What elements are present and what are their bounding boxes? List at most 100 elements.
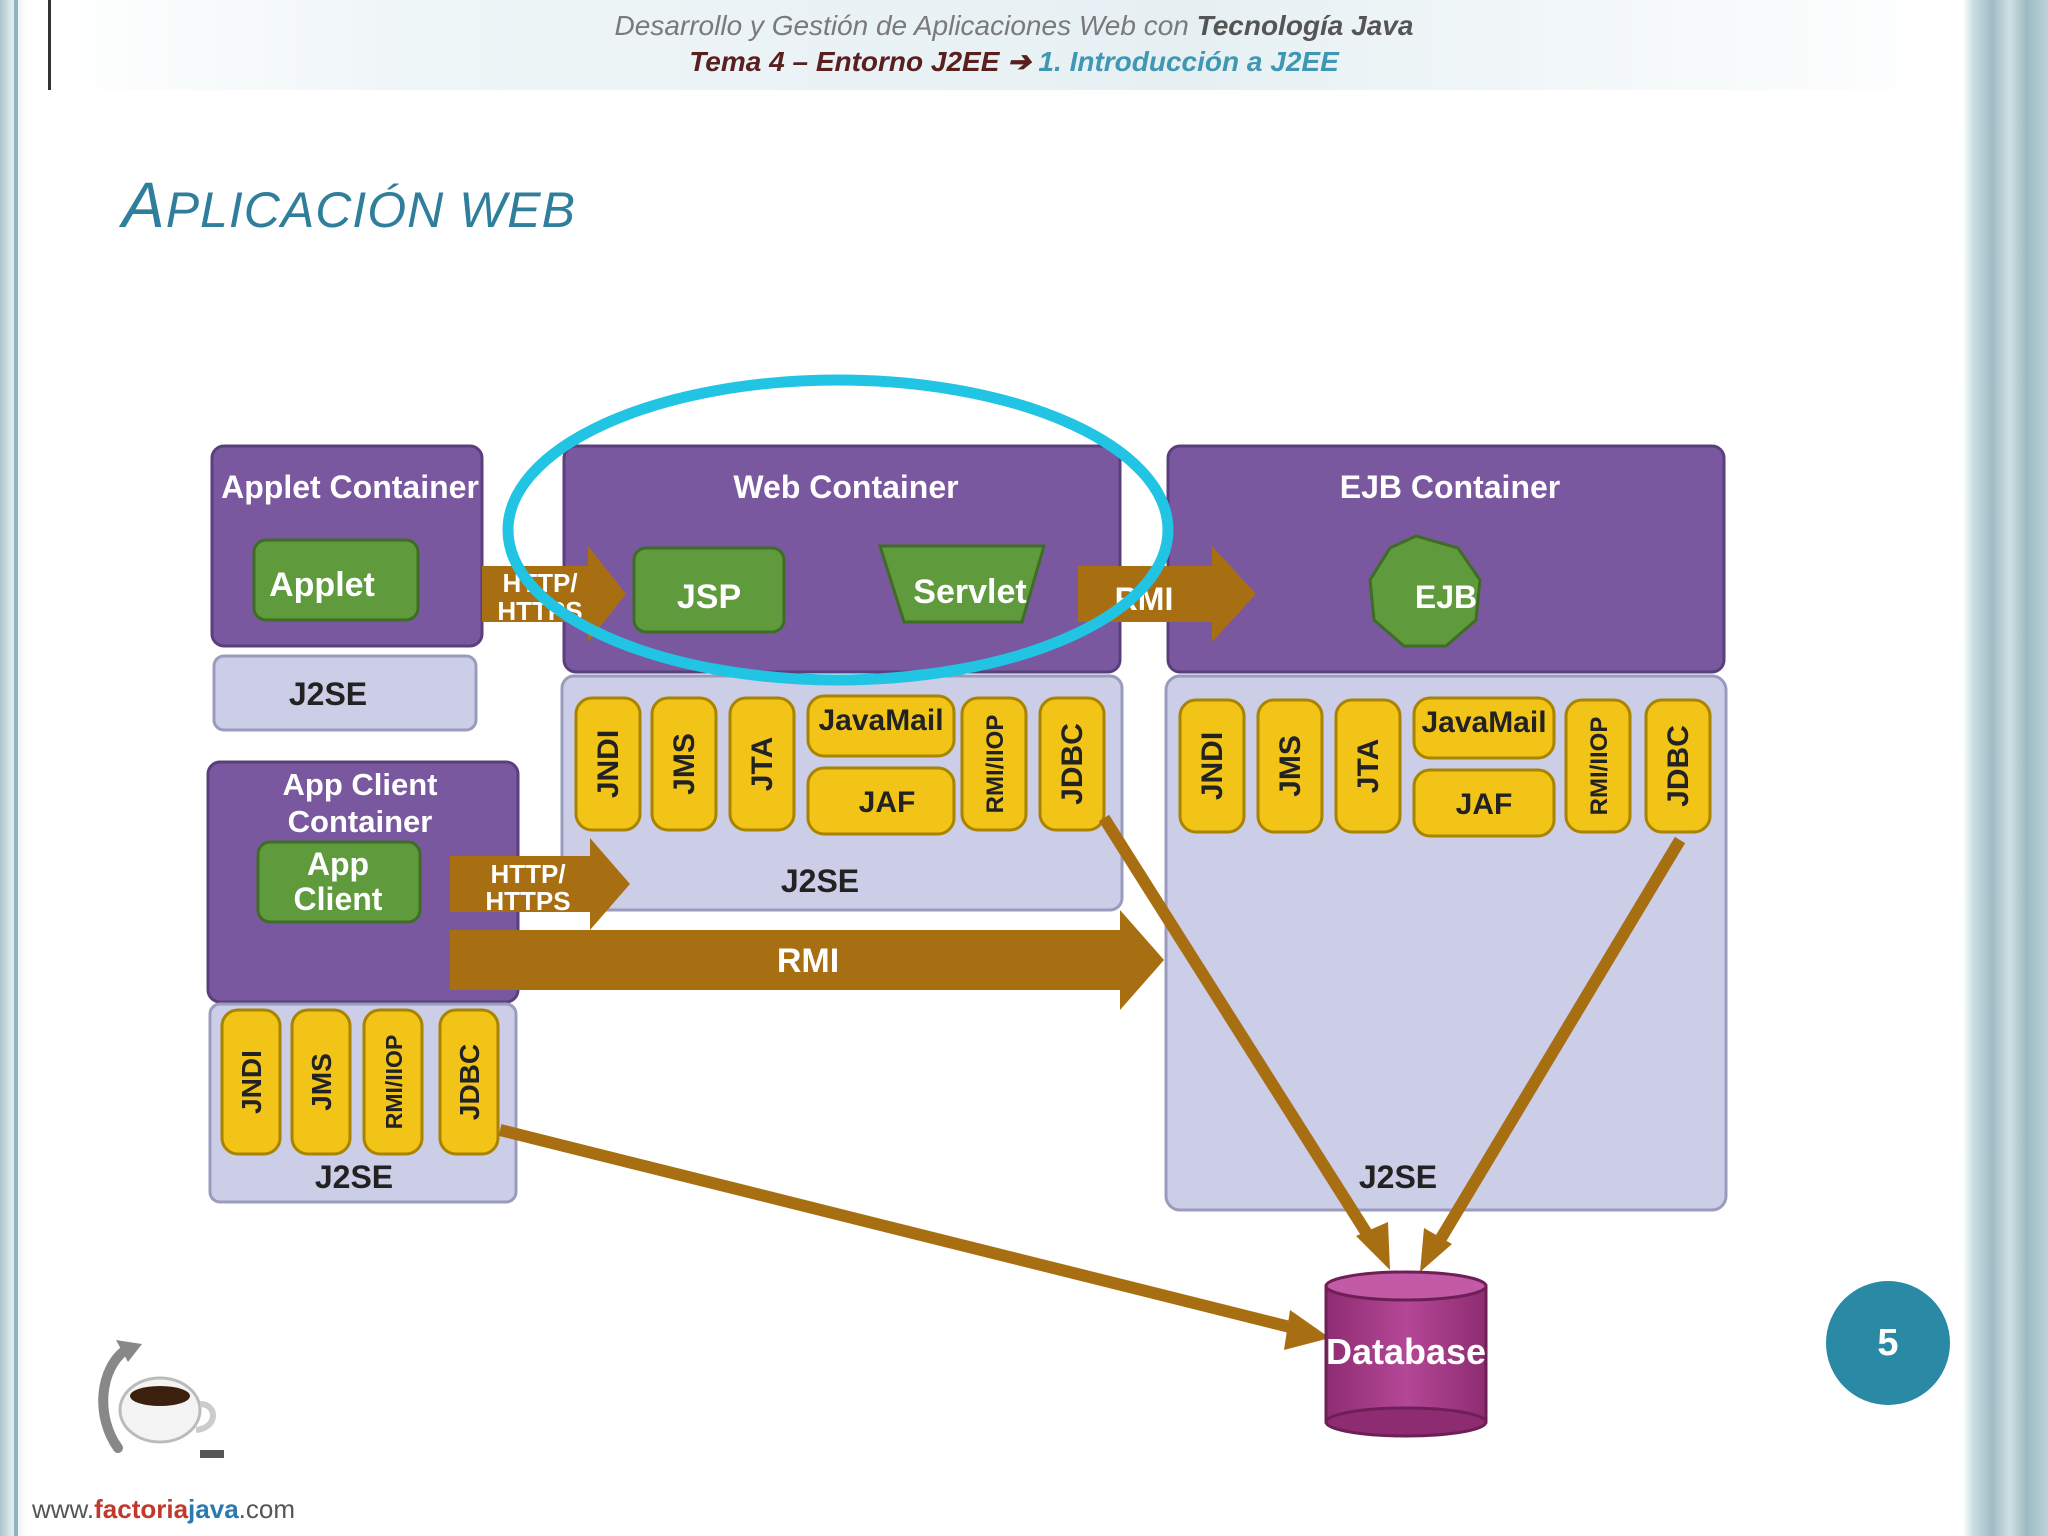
database-label: Database [1326, 1331, 1486, 1372]
web-apis: JNDI JMS JTA JavaMail JAF RMI/IIOP JDBC [574, 694, 1106, 836]
arrow-client-to-web-label-2: HTTPS [485, 886, 570, 916]
ejb-api-jta: JTA [1334, 698, 1402, 834]
jdbc-arrowhead-ejb [1420, 1228, 1452, 1272]
jsp-component [632, 546, 786, 634]
website-url[interactable]: www.factoriajava.com [32, 1494, 295, 1525]
slide-header [48, 0, 1963, 90]
web-container: Web Container JSP Servlet [562, 444, 1122, 674]
app-client-component [256, 840, 422, 924]
servlet-component [877, 544, 1046, 624]
web-api-jdbc-label: JDBC [1056, 723, 1089, 805]
ejb-container-title: EJB Container [1340, 469, 1560, 505]
slide-right-border [1963, 0, 2048, 1536]
ejb-api-jdbc: JDBC [1644, 698, 1712, 834]
ejb-api-rmi-iiop: RMI/IIOP [1564, 698, 1632, 834]
app-client-label-1: App [307, 846, 369, 882]
highlight-circle [502, 374, 1174, 686]
web-j2se-label: J2SE [781, 863, 859, 899]
header-tick [48, 0, 51, 90]
applet-container: Applet Container Applet [210, 444, 484, 648]
ejb-component [1368, 534, 1482, 648]
ejb-api-jms: JMS [1256, 698, 1324, 834]
app-client-title-1: App Client [283, 767, 438, 802]
ejb-apis: JNDI JMS JTA JavaMail JAF RMI/IIOP JDBC [1178, 696, 1712, 838]
web-api-rmi-iiop-label: RMI/IIOP [982, 715, 1009, 814]
ejb-container: EJB Container EJB [1166, 444, 1726, 674]
web-api-jta-label: JTA [746, 737, 779, 791]
api-jndi: JNDI [220, 1008, 282, 1156]
api-jdbc-label: JDBC [454, 1044, 485, 1120]
web-api-rmi-iiop: RMI/IIOP [960, 696, 1028, 832]
applet-label: Applet [269, 566, 375, 604]
site-name-b: java [188, 1494, 239, 1524]
api-rmi-iiop: RMI/IIOP [362, 1008, 424, 1156]
slide-title: APLICACIÓN WEB [122, 168, 576, 242]
applet-component [252, 538, 420, 622]
api-jdbc: JDBC [438, 1008, 500, 1156]
page-number-badge: 5 [1826, 1281, 1950, 1405]
ejb-api-jms-label: JMS [1274, 735, 1307, 797]
api-jms: JMS [290, 1008, 352, 1156]
web-api-jndi: JNDI [574, 696, 642, 832]
site-suffix: .com [238, 1494, 295, 1524]
web-api-javamail-label: JavaMail [818, 704, 943, 737]
servlet-label: Servlet [913, 573, 1026, 611]
header-course-title: Desarrollo y Gestión de Aplicaciones Web… [0, 10, 2028, 42]
header-topic-prefix: Tema 4 – Entorno J2EE [689, 46, 1008, 77]
applet-j2se: J2SE [212, 654, 478, 732]
database: Database [1324, 1270, 1488, 1438]
header-course-bold: Tecnología Java [1196, 10, 1414, 41]
header-course-prefix: Desarrollo y Gestión de Aplicaciones Web… [614, 10, 1197, 41]
ejb-j2se-label: J2SE [1359, 1159, 1437, 1195]
site-prefix: www. [32, 1494, 95, 1524]
jdbc-arrowhead-client [1284, 1310, 1330, 1350]
arrow-client-to-ejb-label: RMI [777, 942, 839, 980]
web-container-title: Web Container [733, 469, 958, 505]
web-api-jaf: JAF [806, 766, 956, 836]
arrow-client-to-web-label-1: HTTP/ [490, 859, 565, 889]
slide-title-rest: PLICACIÓN WEB [165, 182, 576, 238]
ejb-api-jdbc-label: JDBC [1662, 725, 1695, 807]
site-name-a: factoria [94, 1494, 189, 1524]
ejb-api-javamail-label: JavaMail [1421, 706, 1546, 739]
arrow-client-to-web: HTTP/ HTTPS [450, 838, 630, 930]
web-api-jndi-label: JNDI [592, 730, 625, 798]
app-client-apis: JNDI JMS RMI/IIOP JDBC [220, 1008, 500, 1156]
ejb-api-jaf-label: JAF [1456, 788, 1513, 821]
api-jndi-label: JNDI [236, 1050, 267, 1114]
ejb-api-javamail: JavaMail [1412, 696, 1556, 760]
jdbc-connections [498, 814, 1686, 1350]
applet-container-title: Applet Container [221, 469, 479, 505]
arrow-right-icon: ➔ [1007, 46, 1031, 77]
ejb-api-rmi-iiop-label: RMI/IIOP [1586, 717, 1613, 816]
jsp-label: JSP [677, 578, 741, 616]
applet-j2se-label: J2SE [289, 676, 367, 712]
ejb-api-jaf: JAF [1412, 768, 1556, 838]
jdbc-line-web [1098, 814, 1382, 1252]
jdbc-arrowhead-web [1356, 1222, 1390, 1270]
jdbc-line-client [498, 1124, 1304, 1336]
app-client-j2se-label: J2SE [315, 1159, 393, 1195]
api-rmi-iiop-label: RMI/IIOP [381, 1035, 407, 1130]
ejb-label: EJB [1415, 579, 1477, 615]
app-client-container: App Client Container App Client [206, 760, 520, 1004]
web-api-jaf-label: JAF [859, 786, 916, 819]
web-api-jms-label: JMS [668, 733, 701, 795]
ejb-api-jndi: JNDI [1178, 698, 1246, 834]
app-client-title-2: Container [288, 804, 433, 839]
web-api-jdbc: JDBC [1038, 696, 1106, 832]
web-api-jta: JTA [728, 696, 796, 832]
slide-left-border [0, 0, 26, 1536]
api-jms-label: JMS [306, 1053, 337, 1111]
arrow-client-to-ejb: RMI [450, 910, 1164, 1010]
ejb-api-jta-label: JTA [1352, 739, 1385, 793]
app-client-label-2: Client [294, 881, 383, 917]
coffee-cup-logo-icon [98, 1340, 224, 1458]
web-api-javamail: JavaMail [806, 694, 956, 758]
slide-title-initial: A [122, 169, 166, 241]
header-topic: Tema 4 – Entorno J2EE ➔ 1. Introducción … [0, 45, 2028, 78]
web-api-jms: JMS [650, 696, 718, 832]
jdbc-line-ejb [1428, 836, 1686, 1254]
ejb-api-jndi-label: JNDI [1196, 732, 1229, 800]
